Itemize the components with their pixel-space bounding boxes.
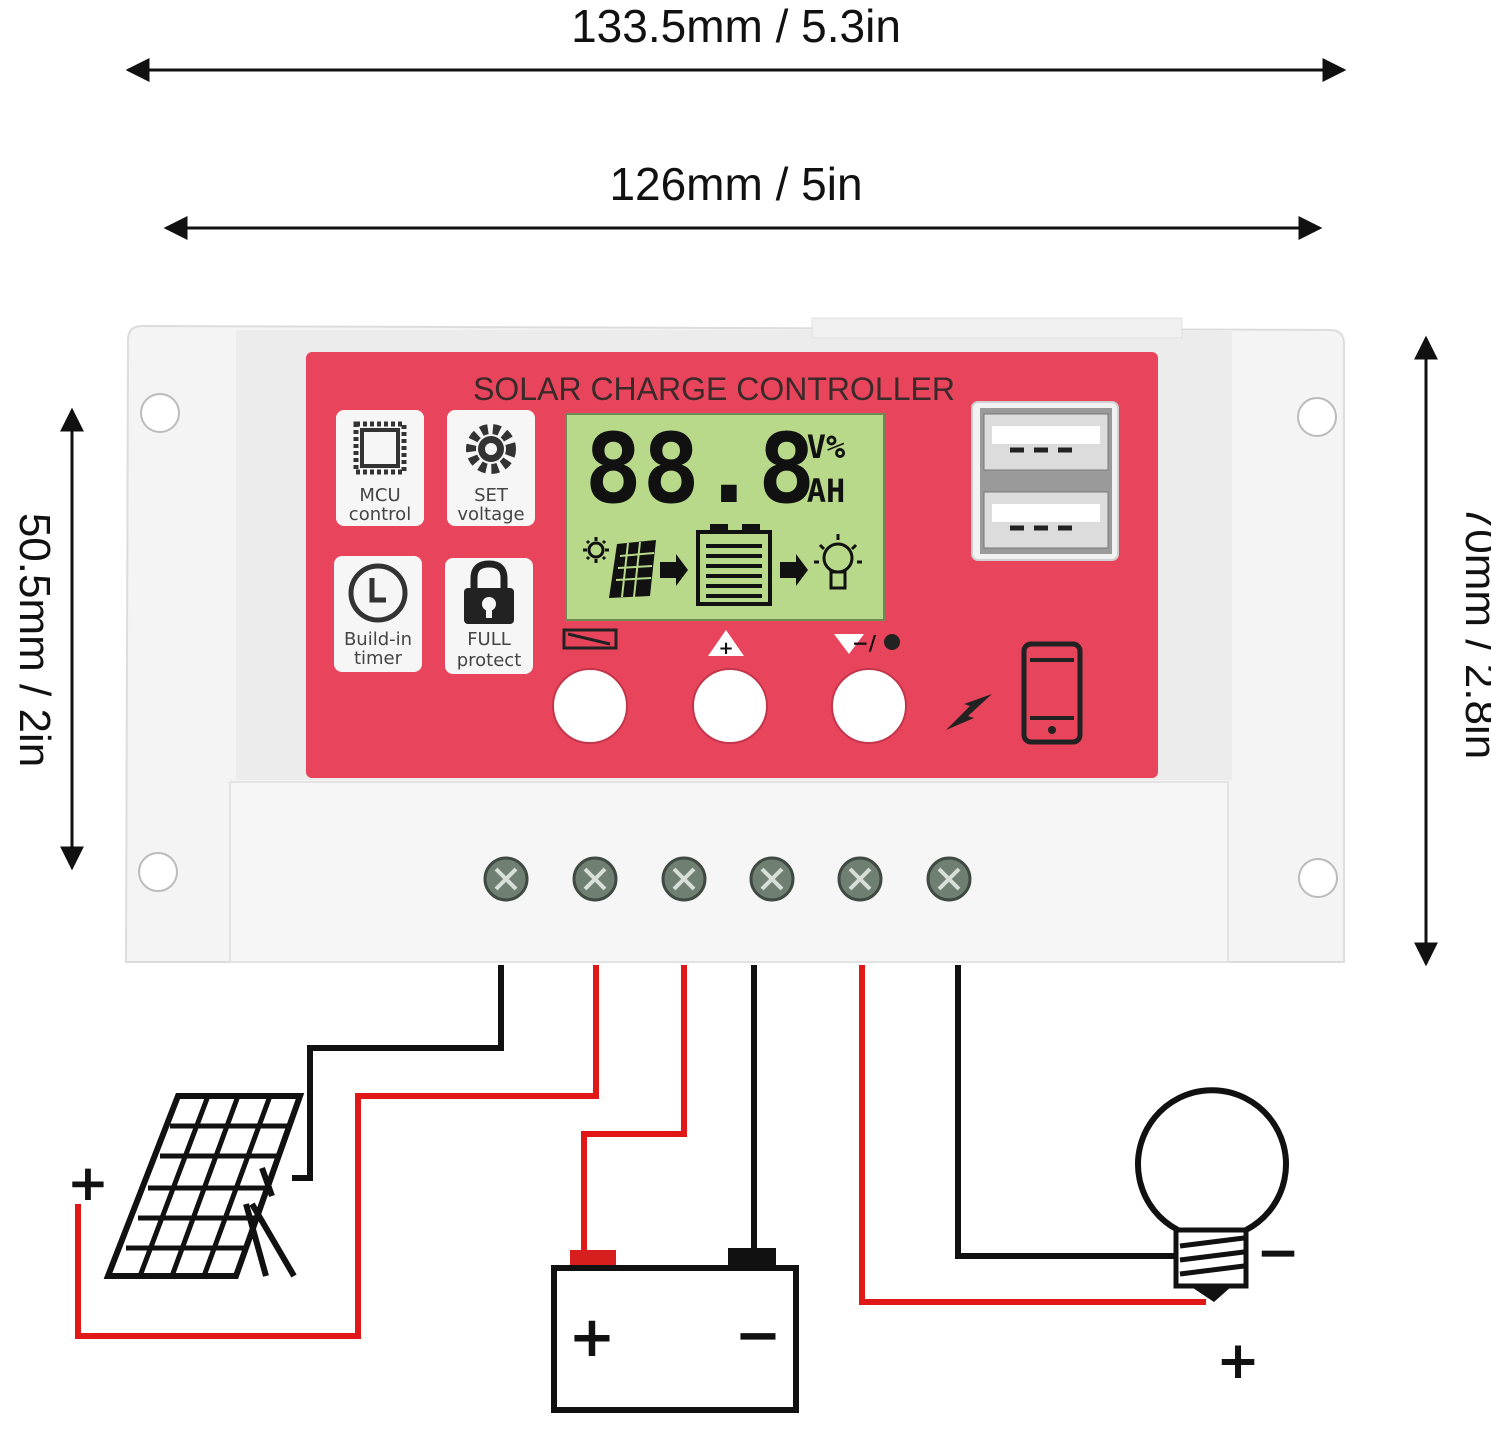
- mounting-hole-bottom-left: [138, 852, 178, 892]
- lcd-battery-icon: [696, 524, 772, 606]
- housing-top-label: [811, 317, 1183, 339]
- terminal-screw-2[interactable]: [572, 856, 618, 902]
- feature-mcu-line1: MCU: [359, 485, 400, 506]
- lcd-display: 88.8 V% AH: [565, 413, 885, 621]
- feature-full-line2: protect: [457, 650, 522, 671]
- lock-icon: [464, 560, 514, 624]
- chip-icon: [353, 421, 407, 475]
- solar-positive-wire: [75, 965, 599, 1339]
- mounting-hole-top-right: [1297, 397, 1337, 437]
- plus-mark: +: [708, 630, 744, 659]
- phone-icon: [1021, 641, 1083, 745]
- charge-controller: SOLAR CHARGE CONTROLLER MCU control SET …: [124, 317, 1345, 963]
- mounting-hole-top-left: [140, 393, 180, 433]
- plus-button[interactable]: [692, 668, 768, 744]
- clock-icon: [348, 563, 408, 623]
- minus-light-button[interactable]: [831, 668, 907, 744]
- plus-mark-label: +: [718, 638, 733, 659]
- feature-mcu-control: MCU control: [336, 410, 424, 526]
- terminal-screw-4[interactable]: [749, 856, 795, 902]
- gear-icon: [466, 424, 516, 474]
- load-positive-wire: [859, 965, 1206, 1305]
- usb-port-top[interactable]: [983, 413, 1109, 471]
- dimension-overall-width: 133.5mm / 5.3in: [125, 0, 1347, 82]
- terminal-screw-6[interactable]: [926, 856, 972, 902]
- light-mark-icon: [884, 634, 900, 650]
- lcd-arrow-to-load-icon: [780, 554, 808, 586]
- battery-negative-terminal: [728, 1248, 776, 1268]
- menu-mark-icon: [562, 628, 618, 650]
- feature-mcu-line2: control: [349, 504, 411, 525]
- lcd-solar-panel-icon: [609, 540, 656, 598]
- terminal-screw-5[interactable]: [837, 856, 883, 902]
- battery-positive-terminal: [570, 1250, 616, 1268]
- battery-negative-label: −: [735, 1303, 782, 1368]
- lcd-sun-icon: [583, 537, 609, 563]
- overall-height-label: 70mm / 2.8in: [1456, 505, 1491, 759]
- feature-set-voltage: SET voltage: [447, 410, 535, 526]
- mounting-hole-bottom-right: [1298, 858, 1338, 898]
- feature-timer-line1: Build-in: [344, 629, 412, 650]
- terminal-screw-3[interactable]: [661, 856, 707, 902]
- feature-full-line1: FULL: [467, 629, 511, 650]
- terminal-block: [229, 781, 1229, 963]
- battery-icon: + −: [551, 1248, 799, 1413]
- panel-width-label: 126mm / 5in: [609, 158, 862, 210]
- minus-light-mark-label: −/: [852, 631, 877, 655]
- wiring-diagram: [75, 965, 1206, 1339]
- minus-light-mark: −/: [834, 631, 900, 655]
- controller-title: SOLAR CHARGE CONTROLLER: [473, 371, 955, 407]
- battery-positive-label: +: [569, 1305, 616, 1370]
- terminal-screw-1[interactable]: [483, 856, 529, 902]
- feature-build-in-timer: Build-in timer: [334, 556, 422, 672]
- lcd-digits: 88.8: [584, 413, 815, 525]
- lcd-bulb-icon: [814, 534, 862, 590]
- load-negative-label: −: [1256, 1223, 1300, 1283]
- lcd-unit-top: V%: [807, 428, 846, 466]
- dimension-panel-height: 50.5mm / 2in: [10, 407, 84, 871]
- terminal-screws: [483, 856, 972, 902]
- lcd-arrow-to-battery-icon: [660, 554, 688, 586]
- dimension-panel-width: 126mm / 5in: [163, 158, 1323, 240]
- solar-positive-label: +: [67, 1154, 109, 1212]
- usb-ports[interactable]: [971, 401, 1119, 561]
- overall-width-label: 133.5mm / 5.3in: [571, 0, 901, 52]
- dimension-overall-height: 70mm / 2.8in: [1414, 335, 1491, 967]
- load-negative-wire: [955, 965, 1176, 1259]
- solar-panel-icon: +: [67, 1093, 305, 1279]
- feature-set-line2: voltage: [457, 504, 524, 525]
- lcd-unit-bottom: AH: [807, 472, 846, 510]
- usb-port-bottom[interactable]: [983, 491, 1109, 549]
- feature-timer-line2: timer: [354, 648, 403, 669]
- load-positive-label: +: [1216, 1331, 1260, 1391]
- lightning-icon: [946, 694, 992, 730]
- panel-height-label: 50.5mm / 2in: [10, 513, 59, 767]
- solar-negative-wire: [292, 965, 504, 1181]
- light-bulb-icon: − +: [1135, 1087, 1300, 1391]
- feature-full-protect: FULL protect: [445, 558, 533, 674]
- feature-set-line1: SET: [474, 485, 509, 506]
- menu-button[interactable]: [552, 668, 628, 744]
- battery-positive-wire: [581, 965, 687, 1256]
